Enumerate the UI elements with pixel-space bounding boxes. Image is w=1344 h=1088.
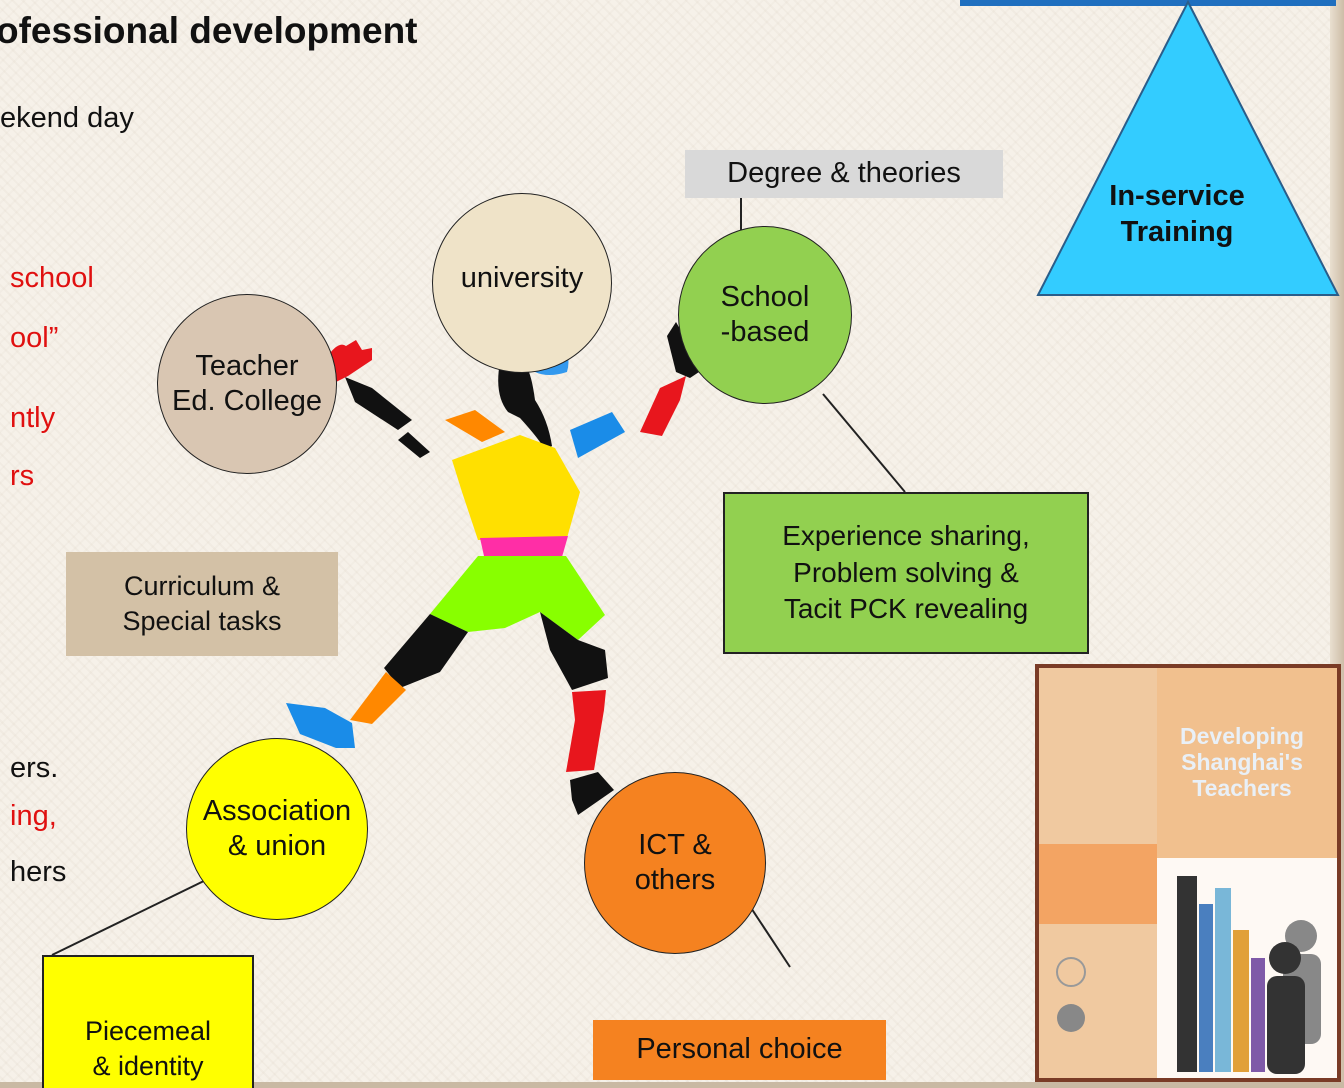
note-personal: Personal choice [593,1020,886,1080]
node-association-label: Association & union [203,794,351,864]
book-title-line: Shanghai's [1181,748,1303,775]
note-line: & identity [92,1050,204,1081]
node-label-line: ICT & [638,829,712,862]
book-cover-image: Developing Shanghai's Teachers [1035,664,1341,1082]
text-fragment: ekend day [0,102,134,134]
note-curriculum: Curriculum & Special tasks [66,552,338,656]
note-degree-text: Degree & theories [727,157,961,190]
node-ict: ICT & others [584,772,766,954]
node-label-line: others [634,864,716,896]
book-title: Developing Shanghai's Teachers [1157,723,1327,801]
note-degree: Degree & theories [685,150,1003,198]
text-fragment: ntly [10,402,56,434]
header-bar [960,0,1336,6]
node-association: Association & union [186,738,368,920]
text-fragment: school [10,262,94,294]
in-service-line1: In-service [1109,180,1245,212]
node-ict-label: ICT & others [635,828,716,898]
node-university: university [432,193,612,373]
text-fragment: ing, [10,800,57,832]
note-line: Tacit PCK revealing [783,593,1029,625]
node-label-line: Teacher [195,350,299,383]
node-label-line: & union [227,830,327,862]
note-line: Special tasks [122,606,282,636]
text-fragment: hers [10,856,67,888]
note-line: Experience sharing, [782,520,1030,552]
in-service-line2: Training [1120,216,1234,249]
text-fragment: ers. [10,752,59,784]
node-label-line: Ed. College [172,385,322,417]
book-title-line: Developing [1180,723,1304,749]
slide-edge-bottom [0,1082,1344,1088]
node-school-based-label: School -based [721,280,810,350]
note-experience: Experience sharing, Problem solving & Ta… [723,492,1089,654]
note-personal-text: Personal choice [636,1033,843,1066]
book-title-line: Teachers [1192,774,1292,801]
text-fragment: ool” [10,322,59,354]
connector-experience [822,393,906,493]
note-line: Curriculum & [123,570,280,601]
node-label-line: -based [720,316,810,348]
note-line: Problem solving & [793,556,1019,588]
node-teacher-college: Teacher Ed. College [157,294,337,474]
connector-piecemeal [51,877,211,956]
node-label-line: Association [202,795,352,828]
book-illustration [1056,858,1337,1078]
text-fragment: rs [10,460,35,492]
book-cover-band [1039,844,1157,924]
figure-illustration [286,318,718,815]
node-school-based: School -based [678,226,852,404]
node-university-label: university [460,261,584,294]
in-service-triangle [1036,0,1340,296]
in-service-label: In-service Training [1082,178,1272,251]
slide-title: ofessional development [0,10,418,51]
note-piecemeal: Piecemeal & identity [42,955,254,1088]
node-teacher-college-label: Teacher Ed. College [172,349,322,419]
node-label-line: School [720,281,810,314]
note-line: Piecemeal [84,1015,212,1046]
